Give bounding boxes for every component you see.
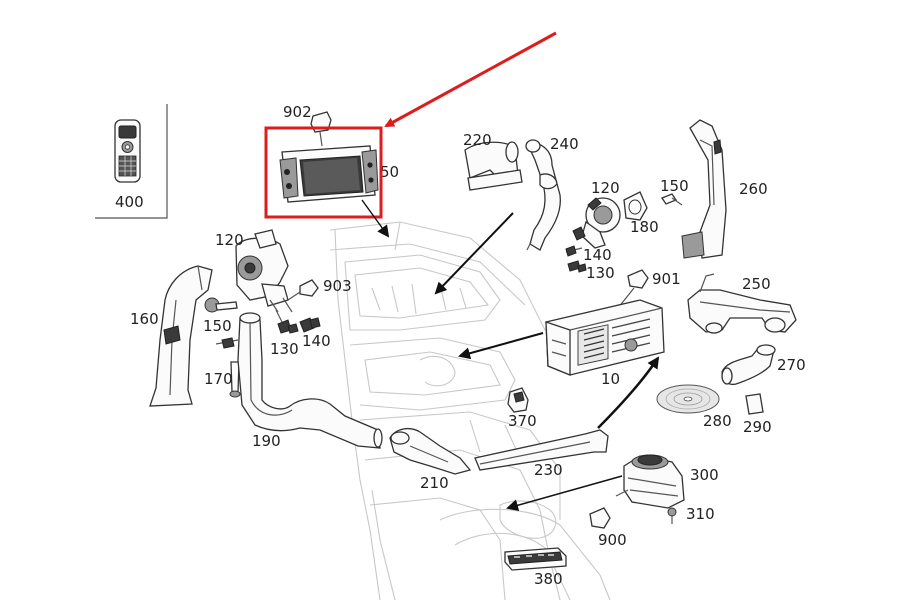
label-290: 290 [743, 418, 772, 436]
label-260: 260 [739, 180, 768, 198]
part-900-tag [589, 507, 611, 529]
label-120-right: 120 [591, 179, 620, 197]
part-380-module [504, 547, 567, 571]
label-140-right: 140 [583, 246, 612, 264]
part-50-display [279, 145, 379, 203]
label-240: 240 [550, 135, 579, 153]
part-160-duct [149, 265, 213, 407]
label-130-left: 130 [270, 340, 299, 358]
label-300: 300 [690, 466, 719, 484]
part-400-remote [95, 104, 168, 219]
label-130-right: 130 [586, 264, 615, 282]
label-160: 160 [130, 310, 159, 328]
arrow-headunit-to-dash [458, 332, 544, 360]
arrow-controller-to-console [506, 475, 623, 512]
highlight-box [264, 126, 383, 219]
part-290-card [745, 393, 764, 415]
label-140-left: 140 [302, 332, 331, 350]
dashboard-outline [329, 221, 611, 601]
part-140-clip-left [299, 317, 321, 333]
part-240-duct [525, 139, 561, 251]
part-260-duct [681, 119, 727, 259]
label-250: 250 [742, 275, 771, 293]
part-10-head-unit [545, 299, 665, 376]
part-300-controller [615, 454, 685, 509]
label-270: 270 [777, 356, 806, 374]
label-902: 902 [283, 103, 312, 121]
part-150-screw-left [204, 297, 238, 313]
label-903: 903 [323, 277, 352, 295]
label-220: 220 [463, 131, 492, 149]
label-901: 901 [652, 270, 681, 288]
label-230: 230 [534, 461, 563, 479]
part-170-screw [215, 337, 241, 398]
part-310-screw [667, 507, 677, 524]
highlight-arrow [384, 31, 557, 128]
part-903-tag [287, 279, 319, 301]
label-210: 210 [420, 474, 449, 492]
part-230-strip [474, 429, 609, 471]
label-400: 400 [115, 193, 144, 211]
label-380: 380 [534, 570, 563, 588]
label-10: 10 [601, 370, 620, 388]
part-280-disc [656, 384, 720, 414]
part-180-gasket [623, 191, 648, 221]
arrow-display-to-dash [361, 199, 390, 238]
part-150-screw-right [661, 193, 683, 206]
part-130-clip-left [275, 309, 299, 334]
label-50: 50 [380, 163, 399, 181]
label-180: 180 [630, 218, 659, 236]
part-130-clip-right [567, 260, 587, 273]
label-150-left: 150 [203, 317, 232, 335]
part-190-duct [237, 312, 383, 449]
arrow-duct-to-dash [434, 212, 514, 295]
part-250-duct [687, 273, 797, 334]
label-370: 370 [508, 412, 537, 430]
arrow-strip-to-unit [597, 356, 660, 429]
part-220-duct [464, 141, 523, 191]
part-120-blower-right [581, 197, 621, 249]
part-270-duct [721, 344, 776, 386]
label-190: 190 [252, 432, 281, 450]
label-150-right: 150 [660, 177, 689, 195]
part-210-outlet [389, 427, 472, 475]
label-170: 170 [204, 370, 233, 388]
label-120-left: 120 [215, 231, 244, 249]
part-140-clip-right [565, 226, 586, 257]
part-120-blower-left [235, 229, 293, 313]
label-310: 310 [686, 505, 715, 523]
label-900: 900 [598, 531, 627, 549]
label-280: 280 [703, 412, 732, 430]
part-370-connector [507, 387, 529, 413]
